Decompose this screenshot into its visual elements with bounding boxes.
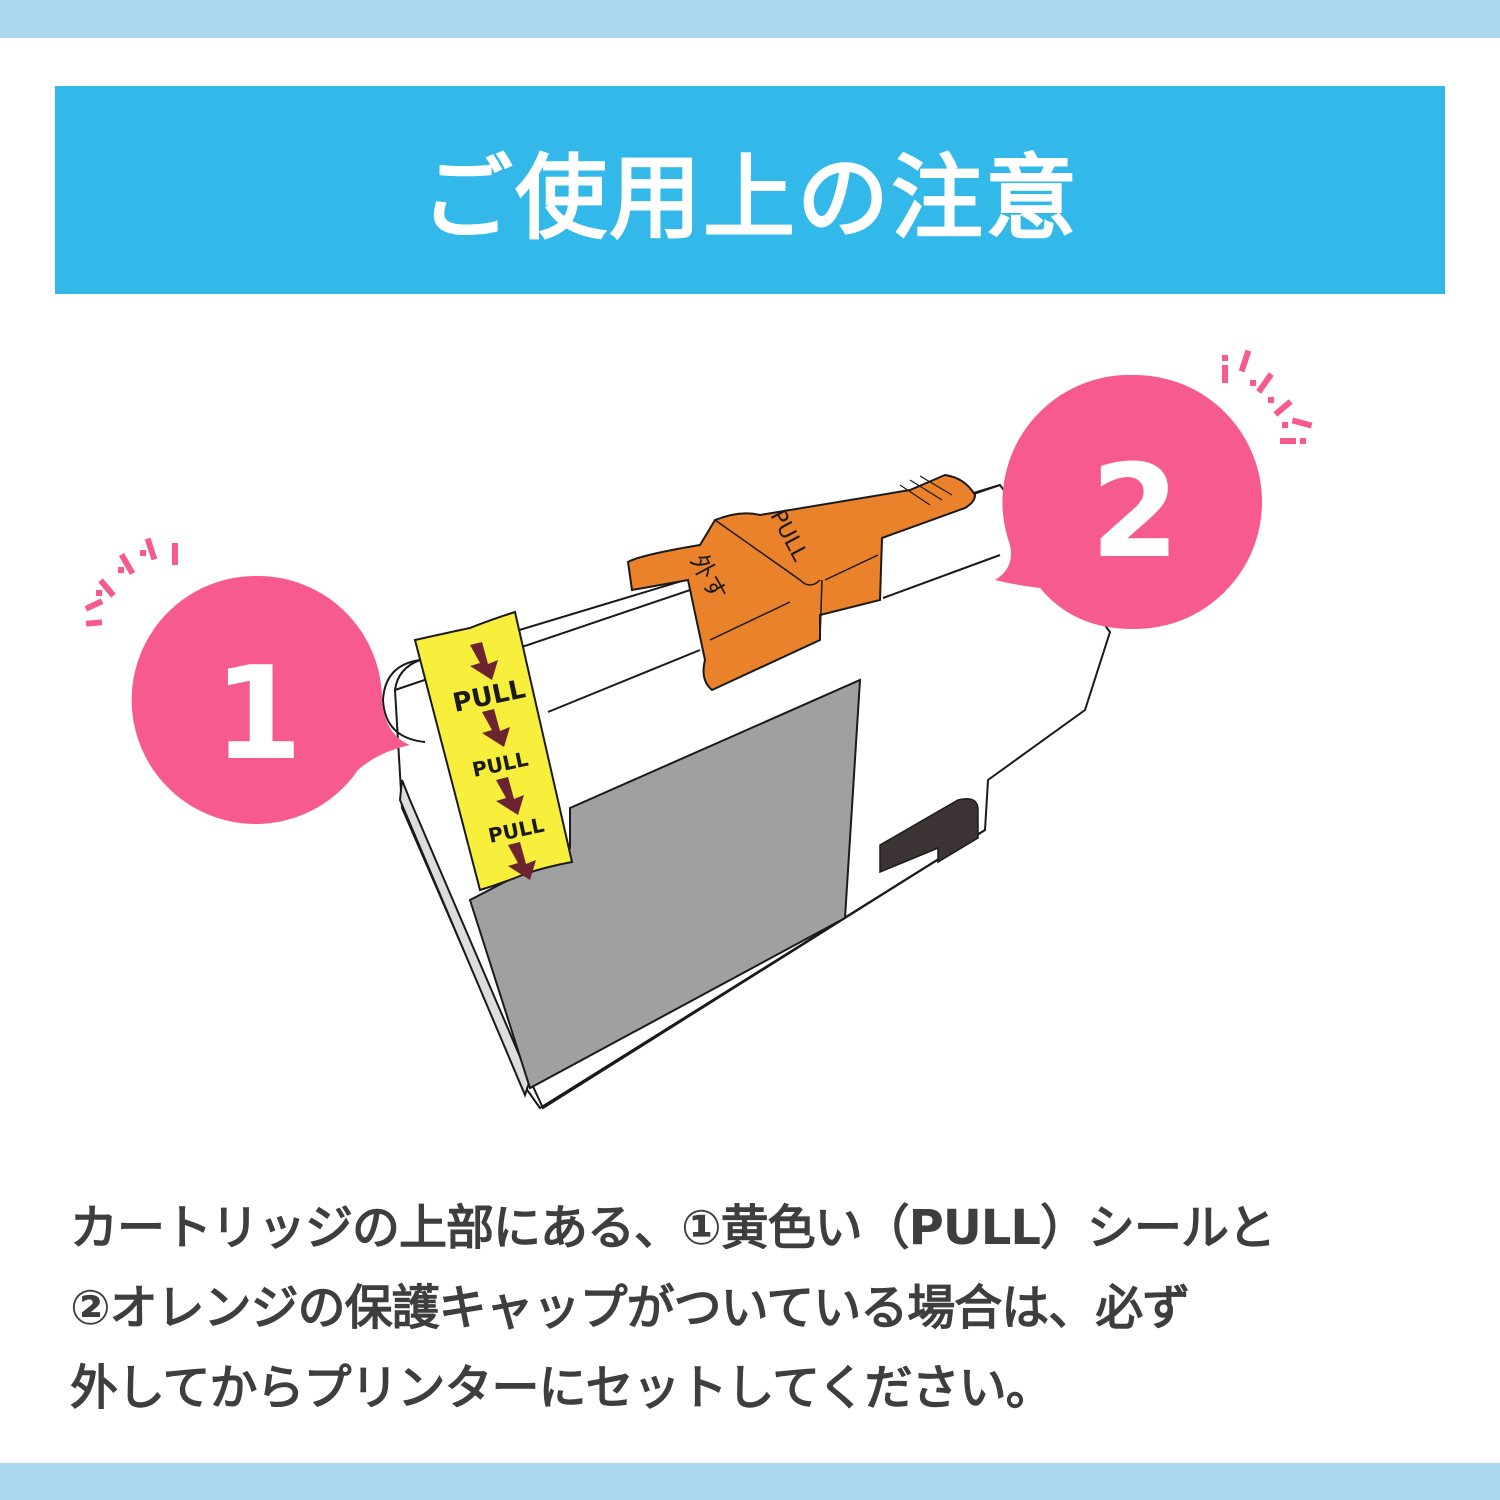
instruction-caption: カートリッジの上部にある、①黄色い（PULL）シールと ②オレンジの保護キャップ… — [70, 1188, 1460, 1428]
top-band — [0, 0, 1500, 38]
down-arrow-icon — [470, 642, 498, 680]
badge-number: 2 — [1090, 438, 1179, 587]
yellow-pull-seal: PULL PULL PULL — [413, 610, 574, 892]
title-banner: ご使用上の注意 — [55, 86, 1445, 294]
caption-line: 外してからプリンターにセットしてください。 — [70, 1360, 1054, 1416]
orange-protective-cap: PULL 外す — [626, 473, 977, 692]
cartridge-illustration: PULL PULL PULL PULL 外す 1 — [84, 349, 1313, 1110]
cartridge-body — [381, 483, 1112, 1110]
cartridge-clip — [879, 798, 979, 874]
down-arrow-icon — [508, 842, 536, 880]
down-arrow-icon — [496, 777, 524, 815]
page-title: ご使用上の注意 — [420, 144, 1079, 252]
badge-1: 1 — [84, 537, 410, 824]
caption-line: カートリッジの上部にある、①黄色い（PULL）シールと — [70, 1200, 1276, 1256]
speech-bubble-icon — [131, 575, 410, 824]
sparkle-lines-icon — [1222, 349, 1313, 444]
speech-bubble-icon — [995, 374, 1262, 630]
badge-2: 2 — [995, 349, 1313, 630]
ink-window — [468, 678, 862, 1090]
bottom-band — [0, 1463, 1500, 1500]
badge-number: 1 — [213, 640, 302, 789]
sparkle-lines-icon — [84, 537, 178, 627]
caption-line: ②オレンジの保護キャップがついている場合は、必ず — [70, 1280, 1190, 1336]
down-arrow-icon — [482, 709, 510, 747]
